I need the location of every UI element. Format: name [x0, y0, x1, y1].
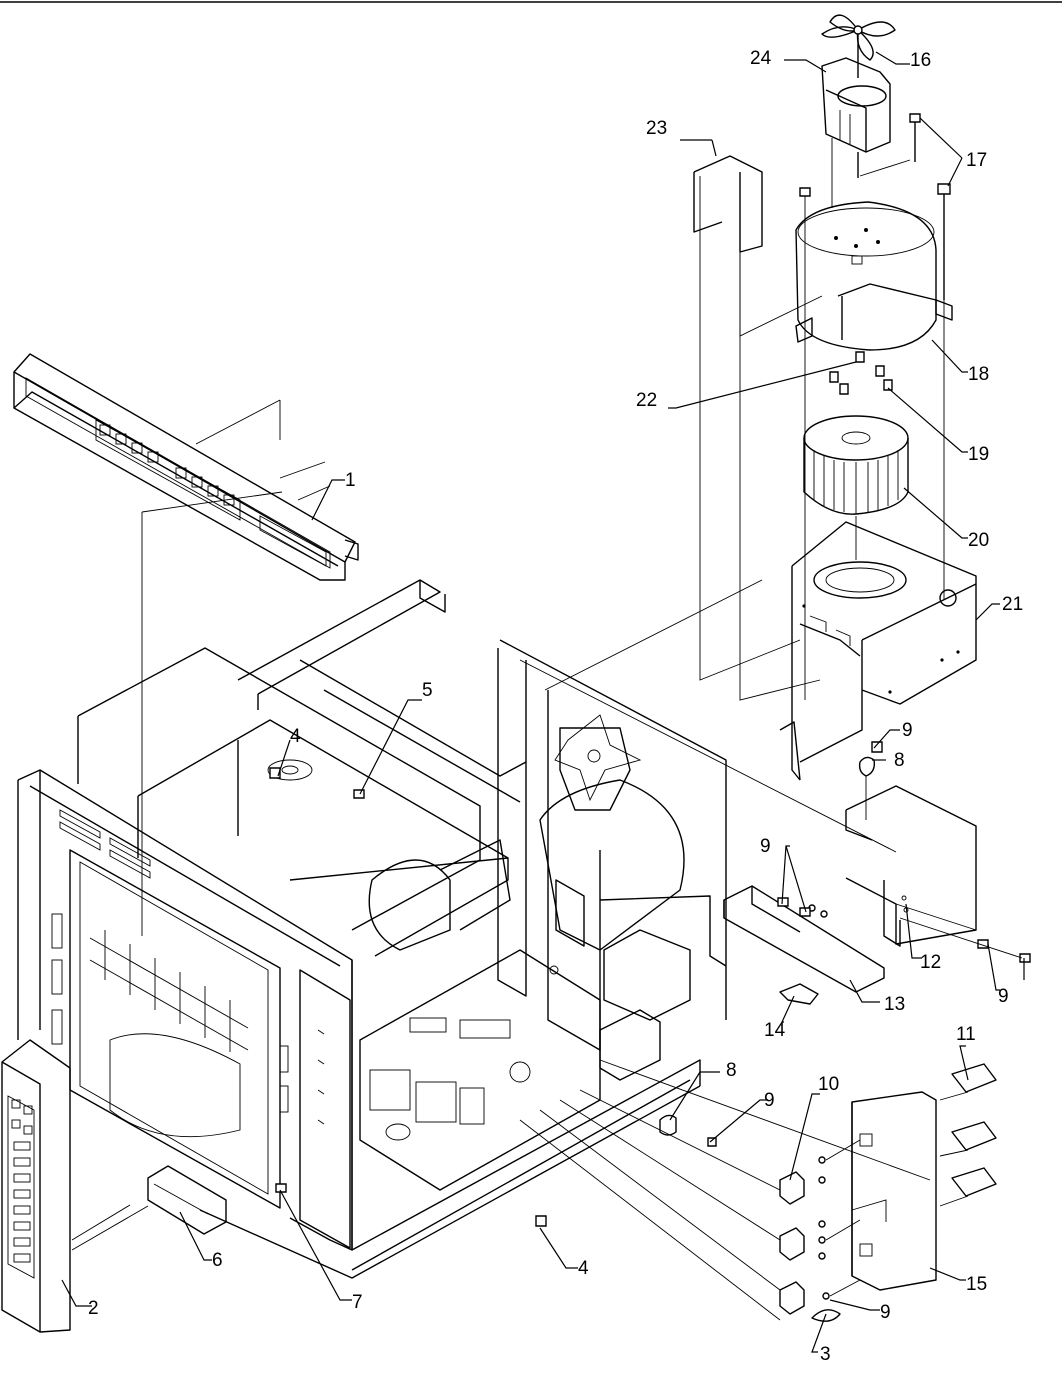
lower-small-parts [147, 767, 547, 1235]
callout-8-upper: 8 [894, 750, 905, 771]
callout-6: 6 [212, 1250, 223, 1271]
callout-1: 1 [345, 470, 356, 491]
right-bracket-assembly [659, 741, 1031, 1147]
small-screws [829, 351, 893, 395]
callout-24: 24 [750, 48, 772, 69]
callout-23: 23 [646, 118, 667, 139]
callout-15: 15 [966, 1274, 987, 1295]
callout-9-latch: 9 [880, 1302, 891, 1323]
callout-19: 19 [968, 444, 989, 465]
callout-18: 18 [968, 364, 989, 385]
callout-7: 7 [352, 1292, 363, 1313]
callout-21: 21 [1002, 594, 1023, 615]
screw [799, 113, 951, 700]
air-duct [693, 155, 823, 701]
callout-2: 2 [88, 1298, 99, 1319]
blower-base-plate [779, 521, 977, 781]
oven-chassis [17, 579, 727, 1279]
door-keypad-panel [1, 1039, 149, 1333]
callout-10: 10 [818, 1074, 839, 1095]
callout-4-upper: 4 [290, 726, 301, 747]
callout-9-bracket: 9 [760, 836, 771, 857]
callout-5: 5 [422, 680, 433, 701]
blower-housing [795, 201, 953, 351]
callout-9-right: 9 [998, 986, 1009, 1007]
fan-blade [821, 14, 896, 78]
latch-assembly [779, 1063, 997, 1322]
callout-9-upper: 9 [902, 720, 913, 741]
control-panel-bar [13, 353, 359, 581]
callout-8-lower: 8 [726, 1060, 737, 1081]
callout-22: 22 [636, 390, 657, 411]
callout-leader-lines [61, 51, 1025, 1353]
callout-labels: 1 2 3 4 4 5 6 7 8 8 9 9 9 9 9 10 11 12 1… [88, 48, 1023, 1365]
callout-11: 11 [956, 1024, 976, 1045]
callout-13: 13 [884, 994, 905, 1015]
assembly-guide-lines [141, 491, 931, 1321]
blower-wheel [803, 415, 909, 560]
callout-16: 16 [910, 50, 931, 71]
callout-3: 3 [820, 1344, 831, 1365]
blower-motor [821, 57, 891, 208]
callout-14: 14 [764, 1020, 786, 1041]
blower-assembly [693, 14, 977, 781]
callout-17: 17 [966, 150, 987, 171]
callout-20: 20 [968, 530, 989, 551]
callout-9-lower: 9 [764, 1090, 775, 1111]
callout-12: 12 [920, 952, 941, 973]
callout-4-lower: 4 [578, 1258, 589, 1279]
